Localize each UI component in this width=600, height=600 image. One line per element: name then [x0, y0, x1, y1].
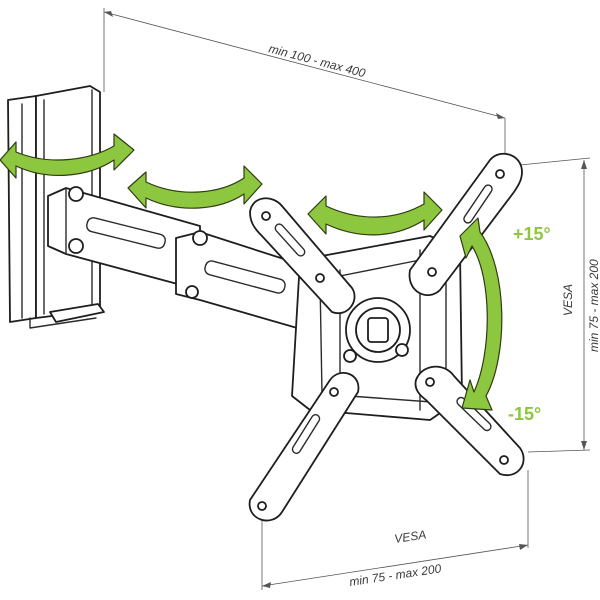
- vesa-vertical-range: min 75 - max 200: [587, 259, 600, 352]
- tilt-down-label: -15°: [508, 404, 541, 424]
- vesa-horizontal-title: VESA: [393, 527, 427, 546]
- swing-arm: [47, 186, 319, 335]
- arm-extension-label: min 100 - max 400: [267, 41, 367, 80]
- tilt-arrow: [459, 217, 503, 411]
- swivel-arrow-wall: [0, 133, 135, 179]
- wall-plate: [7, 85, 105, 329]
- vesa-vertical-dimension: VESA min 75 - max 200: [519, 157, 600, 453]
- swivel-arrow-head: [307, 191, 443, 236]
- swivel-arrow-arm: [127, 165, 263, 209]
- arm-extension-dimension: min 100 - max 400: [103, 8, 506, 168]
- vesa-horizontal-dimension: VESA min 75 - max 200: [261, 470, 529, 590]
- vesa-vertical-title: VESA: [561, 284, 575, 316]
- tilt-up-label: +15°: [513, 224, 551, 244]
- vesa-bracket-arms: [248, 152, 525, 522]
